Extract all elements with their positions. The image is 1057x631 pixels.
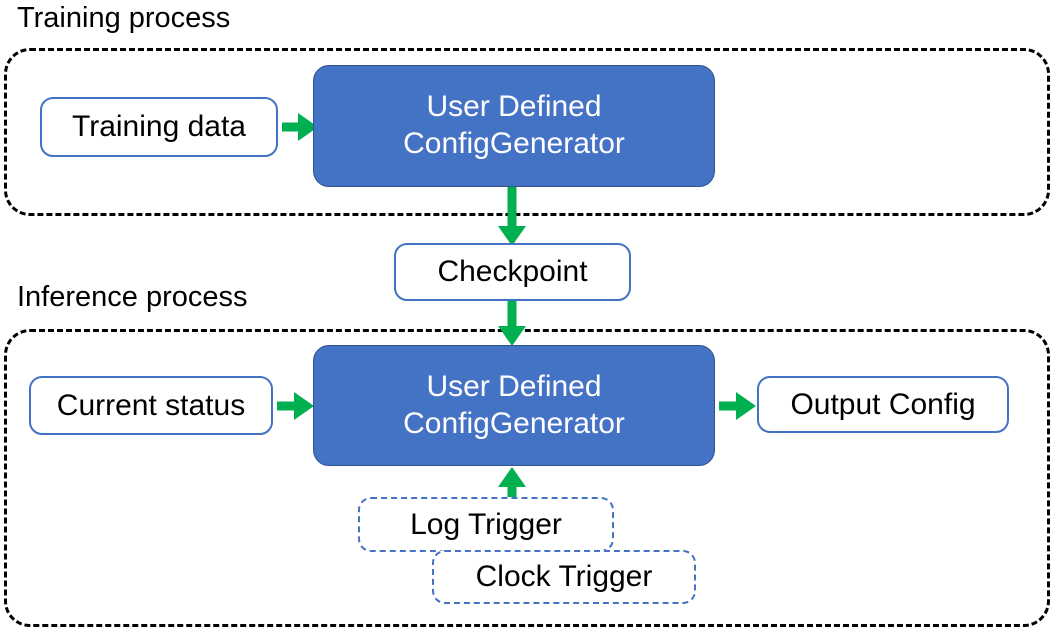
training-process-label: Training process (17, 2, 231, 34)
node-current-status[interactable]: Current status (29, 376, 273, 435)
node-output-config[interactable]: Output Config (757, 376, 1009, 433)
generator-training-line2: ConfigGenerator (403, 127, 625, 160)
generator-inference-line1: User Defined (426, 369, 602, 403)
inference-process-label: Inference process (17, 281, 248, 313)
node-log-trigger[interactable]: Log Trigger (358, 497, 614, 552)
training-process-container (4, 48, 1050, 216)
node-clock-trigger[interactable]: Clock Trigger (432, 550, 696, 604)
node-user-defined-config-generator-inference[interactable]: User Defined ConfigGenerator (313, 345, 715, 466)
inference-process-container (4, 329, 1050, 627)
node-training-data[interactable]: Training data (40, 97, 278, 157)
node-checkpoint[interactable]: Checkpoint (394, 243, 631, 301)
generator-inference-line2: ConfigGenerator (403, 406, 625, 440)
node-user-defined-config-generator-training[interactable]: User Defined ConfigGenerator (313, 65, 715, 187)
generator-training-line1: User Defined (426, 90, 602, 124)
